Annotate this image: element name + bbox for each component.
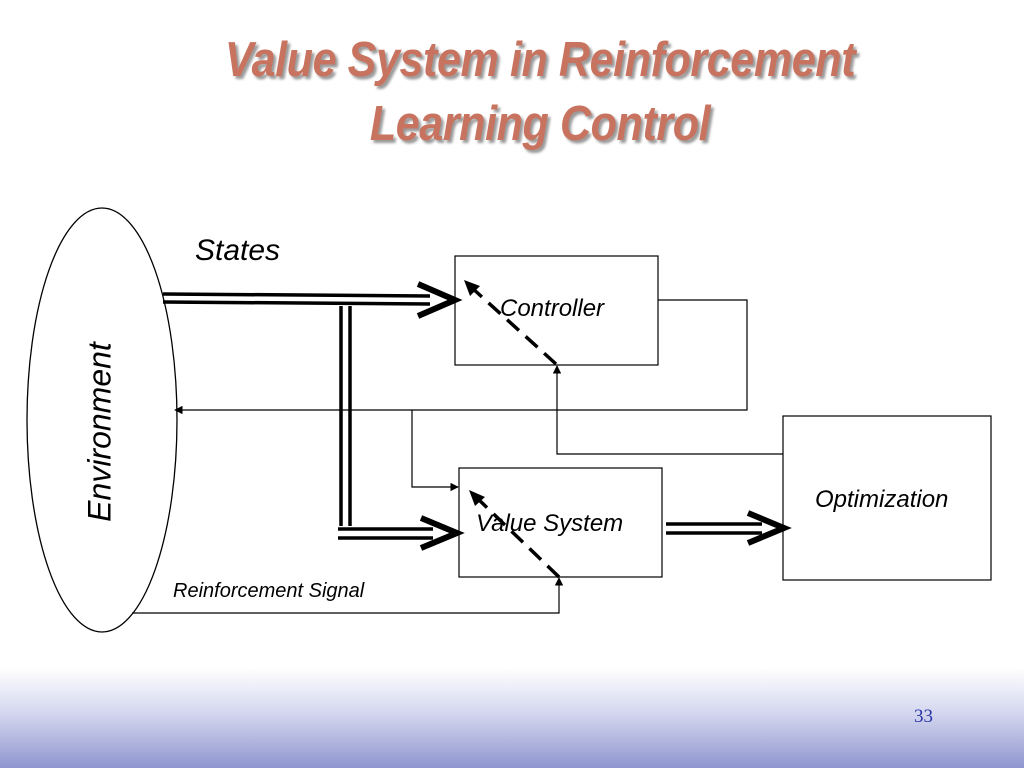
slide-title: Value System in Reinforcement Learning C… — [65, 28, 1015, 156]
states-double-arrow-to-controller — [162, 281, 463, 319]
action-feedback-line — [174, 299, 748, 415]
footer-gradient-band — [0, 668, 1024, 768]
value-to-optimization-double-arrow — [666, 510, 792, 546]
controller-label: Controller — [500, 295, 605, 322]
optimization-label: Optimization — [815, 486, 949, 513]
environment-label: Environment — [81, 342, 118, 522]
value-system-label: Value System — [476, 510, 624, 537]
reinforcement-signal-label: Reinforcement Signal — [173, 580, 365, 602]
reinforcement-signal-line — [132, 577, 564, 614]
optimization-to-controller-line — [552, 365, 783, 455]
optimization-box — [782, 415, 992, 581]
environment-ellipse — [26, 207, 178, 633]
slide-title-line-2: Learning Control — [369, 97, 711, 151]
states-label: States — [195, 234, 281, 267]
states-double-arrow-to-value-system — [338, 306, 465, 551]
action-to-value-system-line — [411, 410, 459, 492]
value-system-box — [458, 467, 663, 578]
controller-box — [454, 255, 659, 366]
controller-adaptation-dashed-arrow — [464, 280, 558, 366]
slide-title-line-1: Value System in Reinforcement — [224, 33, 856, 87]
page-number: 33 — [914, 706, 933, 727]
value-system-adaptation-dashed-arrow — [469, 490, 561, 579]
